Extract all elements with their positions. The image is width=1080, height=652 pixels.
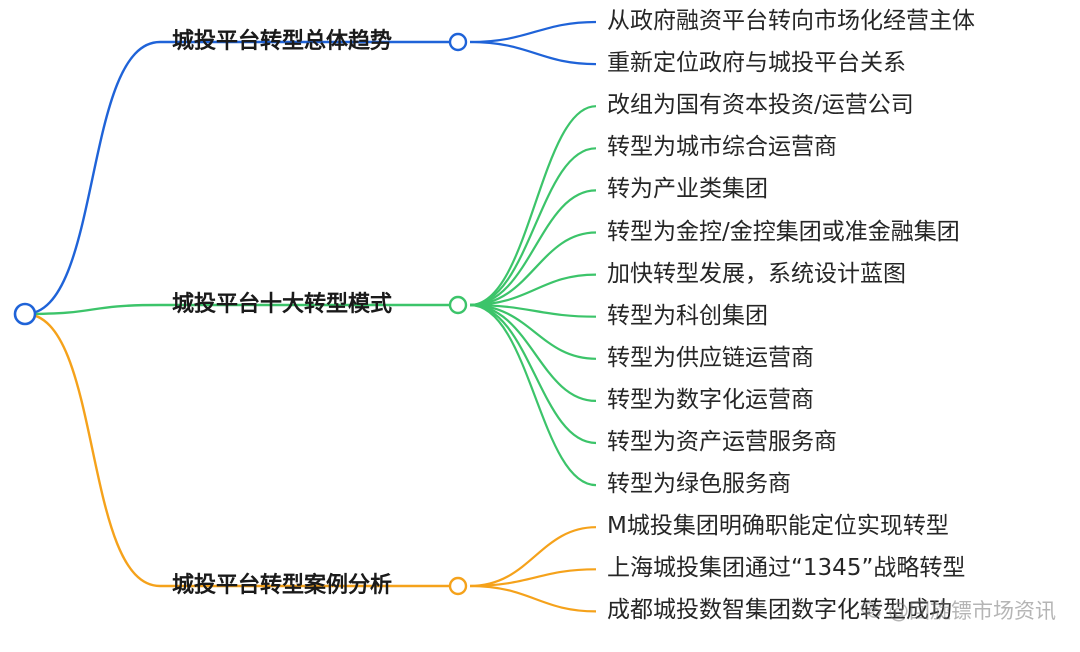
leaf-label[interactable]: 转为产业类集团 — [607, 176, 768, 203]
leaf-label[interactable]: 加快转型发展，系统设计蓝图 — [607, 260, 906, 287]
branch-node[interactable] — [448, 295, 468, 315]
leaf-label[interactable]: 转型为绿色服务商 — [607, 471, 791, 498]
leaf-connector — [469, 20, 597, 44]
watermark: @回旋镖市场资讯 — [860, 595, 1056, 625]
leaf-label[interactable]: 上海城投集团通过“1345”战略转型 — [607, 555, 966, 582]
branch-connector — [24, 40, 451, 316]
branch-connector — [24, 312, 451, 588]
root-node[interactable] — [13, 302, 37, 326]
leaf-label[interactable]: 从政府融资平台转向市场化经营主体 — [607, 8, 975, 34]
leaf-connector — [469, 584, 597, 613]
leaf-label[interactable]: 转型为数字化运营商 — [607, 386, 814, 413]
leaf-label[interactable]: 成都城投数智集团数字化转型成功 — [607, 597, 952, 624]
leaf-connector — [469, 189, 597, 307]
branch-connector — [24, 303, 451, 316]
wechat-icon — [860, 601, 881, 618]
leaf-label[interactable]: M城投集团明确职能定位实现转型 — [607, 513, 949, 540]
leaf-label[interactable]: 转型为资产运营服务商 — [607, 429, 837, 455]
leaf-label[interactable]: 转型为科创集团 — [607, 302, 768, 329]
leaf-connector — [469, 303, 597, 318]
leaf-label[interactable]: 转型为金控/金控集团或准金融集团 — [607, 218, 960, 245]
leaf-connector — [469, 303, 597, 402]
branch-label[interactable]: 城投平台转型总体趋势 — [172, 29, 393, 54]
branch-label[interactable]: 城投平台转型案例分析 — [172, 573, 393, 598]
leaf-connector — [469, 303, 597, 360]
branch-node[interactable] — [448, 576, 468, 596]
branch-node[interactable] — [448, 32, 468, 52]
leaf-label[interactable]: 重新定位政府与城投平台关系 — [607, 50, 906, 77]
leaf-connector — [469, 40, 597, 66]
leaf-connector — [469, 231, 597, 307]
leaf-label[interactable]: 转型为供应链运营商 — [607, 344, 814, 371]
leaf-connector — [469, 303, 597, 487]
branch-label[interactable]: 城投平台十大转型模式 — [172, 292, 393, 317]
leaf-label[interactable]: 改组为国有资本投资/运营公司 — [607, 92, 914, 119]
leaf-connector — [469, 526, 597, 588]
leaf-connector — [469, 303, 597, 445]
leaf-label[interactable]: 转型为城市综合运营商 — [607, 134, 837, 161]
watermark-text: @回旋镖市场资讯 — [888, 599, 1056, 623]
leaf-connector — [469, 105, 597, 307]
leaf-connector — [469, 147, 597, 307]
leaf-connector — [469, 273, 597, 307]
leaf-connector — [469, 568, 597, 588]
